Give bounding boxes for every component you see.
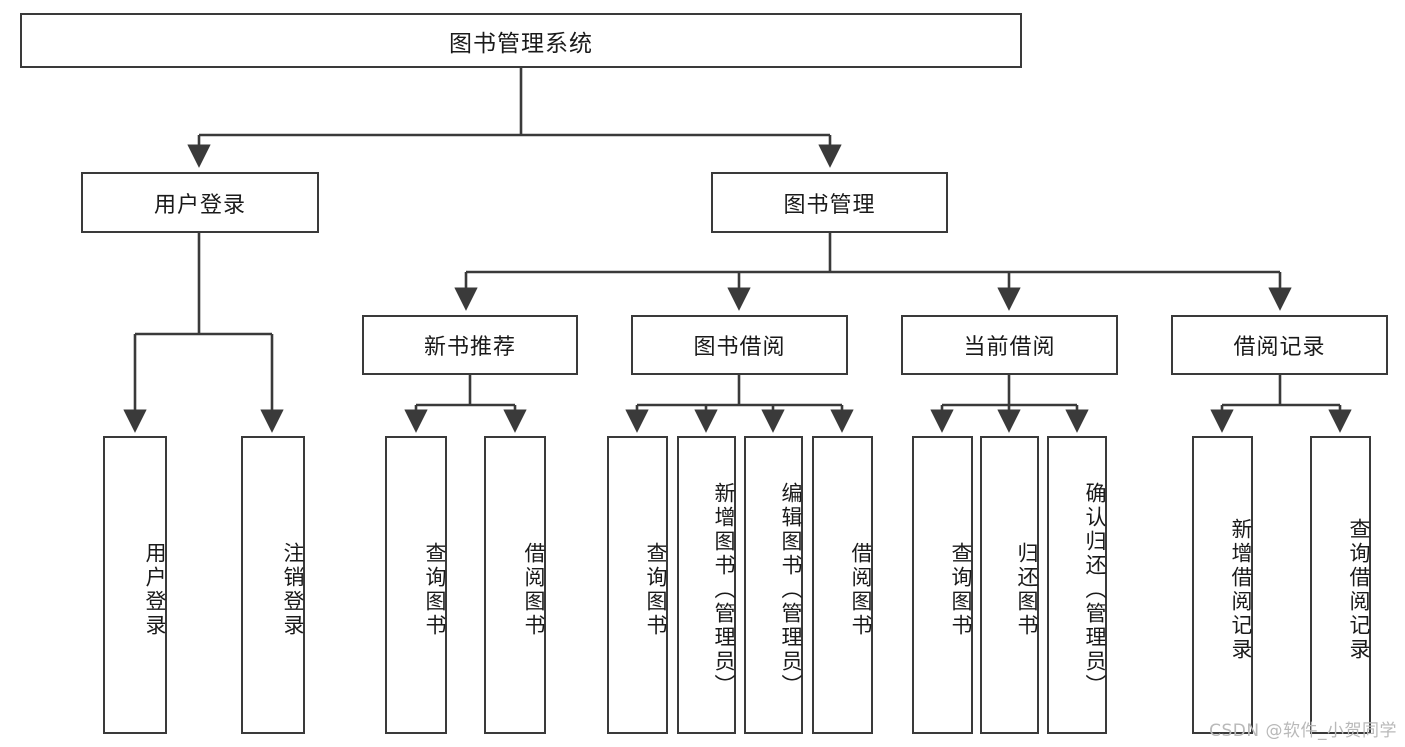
node-user-login[interactable]: 用户登录 <box>81 172 319 233</box>
node-leaf-query-borrow-record[interactable]: 查询借阅记录 <box>1310 436 1371 734</box>
node-leaf-user-logout[interactable]: 注销登录 <box>241 436 305 734</box>
node-leaf-query-book-borrow[interactable]: 查询图书 <box>607 436 668 734</box>
node-leaf-borrow-book[interactable]: 借阅图书 <box>812 436 873 734</box>
node-label: 新增图书（管理员） <box>712 482 736 698</box>
node-label: 注销登录 <box>281 542 305 638</box>
node-label: 归还图书 <box>1015 542 1039 638</box>
node-leaf-add-book-admin[interactable]: 新增图书（管理员） <box>677 436 736 734</box>
node-leaf-add-borrow-record[interactable]: 新增借阅记录 <box>1192 436 1253 734</box>
node-borrow-record[interactable]: 借阅记录 <box>1171 315 1388 375</box>
node-label: 确认归还（管理员） <box>1083 482 1107 698</box>
node-current-borrow[interactable]: 当前借阅 <box>901 315 1118 375</box>
node-label: 编辑图书（管理员） <box>779 482 803 698</box>
csdn-watermark: CSDN @软件_小贺同学 <box>1209 721 1397 741</box>
node-book-borrow[interactable]: 图书借阅 <box>631 315 848 375</box>
node-label: 查询图书 <box>644 542 668 638</box>
node-label: 用户登录 <box>143 542 167 638</box>
node-root-book-management-system[interactable]: 图书管理系统 <box>20 13 1022 68</box>
node-label: 查询图书 <box>949 542 973 638</box>
node-book-manage[interactable]: 图书管理 <box>711 172 948 233</box>
node-label: 当前借阅 <box>963 335 1056 360</box>
node-label: 图书管理系统 <box>449 30 593 57</box>
node-leaf-borrow-book-recommend[interactable]: 借阅图书 <box>484 436 546 734</box>
node-label: 用户登录 <box>153 192 246 218</box>
node-leaf-query-book-recommend[interactable]: 查询图书 <box>385 436 447 734</box>
node-label: 借阅图书 <box>849 542 873 638</box>
node-label: 新增借阅记录 <box>1229 518 1253 662</box>
node-leaf-edit-book-admin[interactable]: 编辑图书（管理员） <box>744 436 803 734</box>
node-label: 图书借阅 <box>693 335 786 360</box>
node-leaf-query-book-current[interactable]: 查询图书 <box>912 436 973 734</box>
node-label: 借阅图书 <box>522 542 546 638</box>
node-leaf-return-book[interactable]: 归还图书 <box>980 436 1039 734</box>
node-leaf-user-login[interactable]: 用户登录 <box>103 436 167 734</box>
node-new-book-recommend[interactable]: 新书推荐 <box>362 315 578 375</box>
node-label: 图书管理 <box>783 192 876 218</box>
node-label: 借阅记录 <box>1233 335 1326 360</box>
node-label: 查询借阅记录 <box>1347 518 1371 662</box>
node-label: 查询图书 <box>423 542 447 638</box>
node-label: 新书推荐 <box>423 335 516 360</box>
node-leaf-confirm-return-admin[interactable]: 确认归还（管理员） <box>1047 436 1107 734</box>
